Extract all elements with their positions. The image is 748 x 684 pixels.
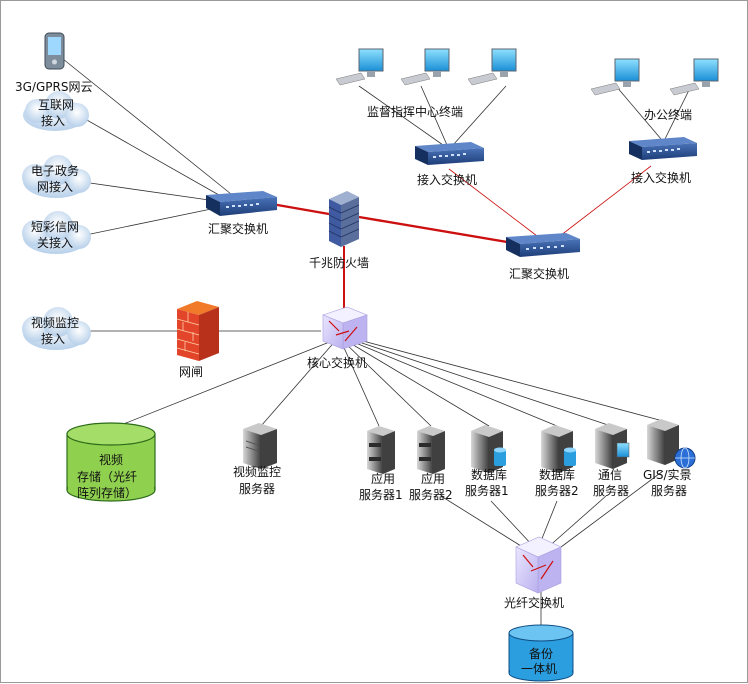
supervision-terminals-label: 监督指挥中心终端	[367, 104, 463, 119]
egov-label-2: 网接入	[37, 179, 73, 194]
comm-server-label-1: 通信	[598, 468, 622, 482]
server-icon-app-1	[367, 426, 395, 474]
backup-label-2: 一体机	[521, 662, 557, 676]
cloud-icon-sms	[22, 211, 91, 254]
switch-icon-agg-right	[506, 233, 580, 257]
access-switch-2-label: 接入交换机	[631, 170, 691, 185]
gis-server-label-1: GIS/实景	[643, 467, 692, 482]
computer-icon-4	[590, 58, 640, 96]
cloud-icon-egov	[22, 155, 91, 198]
cloud-icon-internet	[23, 91, 89, 131]
server-icon-comm	[595, 423, 630, 469]
mobile-phone-icon	[44, 32, 65, 70]
computer-icon-5	[669, 58, 719, 96]
switch-icon-access-2	[629, 137, 697, 160]
switch-icon-access-1	[415, 142, 484, 165]
fiber-switch-label: 光纤交换机	[504, 595, 564, 610]
video-storage-label-2: 存储（光纤	[77, 469, 137, 484]
firewall-label: 千兆防火墙	[309, 255, 369, 270]
server-icon-video	[243, 423, 277, 469]
server-icon-app-2	[417, 426, 445, 474]
video-access-label-2: 接入	[41, 331, 65, 346]
switch-icon-agg-left	[206, 191, 277, 216]
db-server-2-label-1: 数据库	[539, 467, 575, 482]
sms-label-2: 关接入	[37, 235, 73, 250]
video-storage-label-1: 视频	[99, 452, 123, 467]
video-server-label-2: 服务器	[239, 481, 275, 496]
gateway-wall-icon	[176, 301, 219, 361]
core-switch-icon	[322, 306, 368, 350]
comm-server-label-2: 服务器	[593, 483, 629, 498]
computer-icon-1	[335, 48, 384, 86]
video-storage-cylinder-icon	[66, 422, 156, 502]
db-server-1-label-1: 数据库	[471, 467, 507, 482]
server-icon-db-1	[471, 425, 506, 473]
red-links	[265, 165, 652, 317]
app-server-2-label-2: 服务器2	[409, 487, 453, 502]
backup-cylinder-icon	[508, 624, 574, 682]
video-storage-label-3: 阵列存储）	[77, 485, 137, 500]
app-server-2-label-1: 应用	[421, 471, 445, 486]
server-icon-db-2	[541, 425, 576, 473]
app-server-1-label-2: 服务器1	[359, 487, 403, 502]
internet-label-2: 接入	[41, 113, 65, 128]
agg-switch-right-label: 汇聚交换机	[509, 266, 569, 281]
db-server-1-label-2: 服务器1	[465, 483, 509, 498]
internet-label-1: 互联网	[38, 98, 74, 112]
firewall-icon	[328, 191, 360, 247]
access-switch-1-label: 接入交换机	[417, 172, 477, 187]
mobile-network-label: 3G/GPRS网云	[15, 80, 92, 94]
agg-switch-left-label: 汇聚交换机	[208, 221, 268, 236]
fiber-switch-icon	[515, 536, 562, 594]
backup-label-1: 备份	[529, 647, 553, 661]
video-server-label-1: 视频监控	[233, 464, 281, 479]
gis-server-label-2: 服务器	[651, 483, 687, 498]
db-server-2-label-2: 服务器2	[535, 483, 579, 498]
egov-label-1: 电子政务	[31, 163, 79, 178]
connection-lines	[62, 58, 692, 626]
computer-icon-2	[400, 48, 450, 86]
video-access-label-1: 视频监控	[31, 315, 79, 330]
cloud-icon-video-access	[22, 307, 91, 350]
app-server-1-label-1: 应用	[371, 471, 395, 486]
gateway-label: 网闸	[179, 365, 203, 379]
office-terminals-label: 办公终端	[644, 107, 692, 122]
server-icon-gis	[647, 419, 679, 465]
globe-icon	[674, 447, 696, 469]
computer-icon-3	[467, 48, 517, 86]
core-switch-label: 核心交换机	[307, 355, 367, 370]
sms-label-1: 短彩信网	[31, 220, 79, 234]
